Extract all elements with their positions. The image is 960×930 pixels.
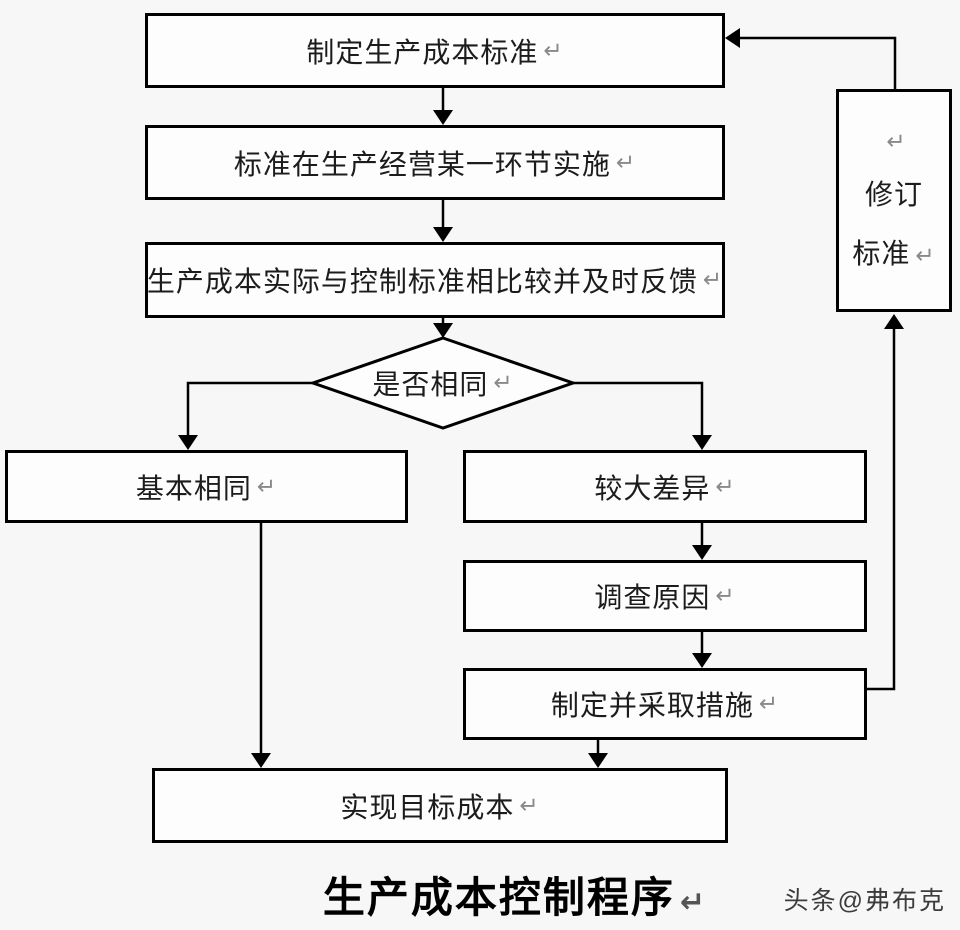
node-set-standard: 制定生产成本标准 ↵ xyxy=(145,13,725,88)
node-take-measures-label: 制定并采取措施 xyxy=(550,690,754,721)
node-decision: 是否相同 ↵ xyxy=(343,363,543,403)
arrow-decision-to-large-difference xyxy=(573,381,712,450)
arrow-implement-to-compare xyxy=(433,200,453,242)
node-basically-same-label: 基本相同 xyxy=(135,472,252,504)
node-achieve-target: 实现目标成本 ↵ xyxy=(152,768,728,843)
decision-diamond-shape xyxy=(308,336,578,430)
node-implement-label: 标准在生产经营某一环节实施 xyxy=(233,148,611,180)
node-large-difference: 较大差异 ↵ xyxy=(463,450,867,523)
return-mark-icon: ↵ xyxy=(679,885,708,920)
node-compare: 生产成本实际与控制标准相比较并及时反馈 ↵ xyxy=(145,242,725,318)
node-set-standard-label: 制定生产成本标准 xyxy=(306,36,539,68)
node-achieve-target-label: 实现目标成本 xyxy=(340,791,515,823)
return-mark-icon: ↵ xyxy=(886,128,907,155)
arrow-basically-same-to-achieve-target xyxy=(251,523,271,768)
return-mark-icon: ↵ xyxy=(915,242,936,269)
node-implement: 标准在生产经营某一环节实施 ↵ xyxy=(145,125,725,200)
arrow-take-measures-to-revise-standard xyxy=(867,314,904,691)
return-mark-icon: ↵ xyxy=(758,691,780,717)
arrow-compare-to-decision xyxy=(433,318,453,338)
diagram-title: 生产成本控制程序↵ xyxy=(322,876,708,922)
node-take-measures: 制定并采取措施 ↵ xyxy=(463,668,867,740)
node-decision-label: 是否相同 xyxy=(372,369,489,400)
arrow-investigate-to-take-measures xyxy=(692,632,712,668)
node-investigate-label: 调查原因 xyxy=(594,582,711,613)
node-revise-standard: ↵ 修订 标准↵ xyxy=(836,89,952,312)
return-mark-icon: ↵ xyxy=(256,473,278,500)
node-compare-label: 生产成本实际与控制标准相比较并及时反馈 xyxy=(146,266,698,297)
arrow-large-difference-to-investigate xyxy=(692,523,712,560)
return-mark-icon: ↵ xyxy=(702,267,724,293)
node-revise-standard-label-line2: 标准↵ xyxy=(852,237,936,269)
node-basically-same: 基本相同 ↵ xyxy=(5,450,408,523)
arrow-set-standard-to-implement xyxy=(433,88,453,125)
arrow-revise-standard-to-set-standard xyxy=(725,28,897,89)
arrow-decision-to-basically-same xyxy=(178,381,313,450)
return-mark-icon: ↵ xyxy=(543,37,564,64)
node-investigate: 调查原因 ↵ xyxy=(463,560,867,632)
return-mark-icon: ↵ xyxy=(715,583,736,609)
arrow-take-measures-to-achieve-target xyxy=(588,740,608,768)
return-mark-icon: ↵ xyxy=(493,370,514,396)
node-revise-standard-label-line1: 修订 xyxy=(864,178,923,210)
return-mark-icon: ↵ xyxy=(519,792,540,819)
return-mark-icon: ↵ xyxy=(615,149,637,176)
return-mark-icon: ↵ xyxy=(715,473,736,500)
node-large-difference-label: 较大差异 xyxy=(594,472,711,504)
watermark-text: 头条@弗布克 xyxy=(783,887,946,915)
